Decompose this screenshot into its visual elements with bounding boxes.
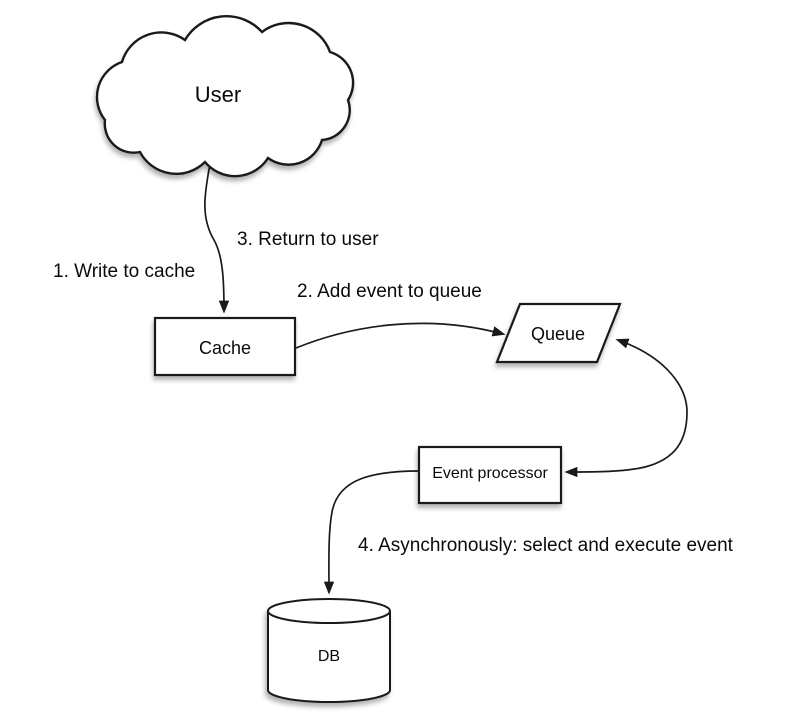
db-label: DB [318, 648, 340, 665]
edge-label-add-event-to-queue: 2. Add event to queue [297, 281, 482, 302]
queue-parallelogram [495, 302, 622, 364]
arrow-cache-to-queue [295, 322, 506, 349]
user-cloud [95, 15, 355, 178]
edge-label-async-select-execute: 4. Asynchronously: select and execute ev… [358, 535, 734, 556]
cache-label: Cache [199, 338, 251, 358]
edge-label-return-to-user: 3. Return to user [237, 229, 379, 250]
cache-box [153, 316, 297, 377]
db-cylinder [267, 598, 391, 703]
arrow-user-to-cache [204, 163, 230, 314]
arrow-queue-event-processor [564, 338, 688, 478]
user-label: User [195, 82, 241, 107]
arrow-event-processor-to-db [323, 470, 420, 595]
edge-label-write-to-cache: 1. Write to cache [53, 261, 195, 282]
queue-label: Queue [531, 324, 585, 344]
event-processor-box [417, 445, 563, 505]
event-processor-label: Event processor [432, 465, 548, 482]
